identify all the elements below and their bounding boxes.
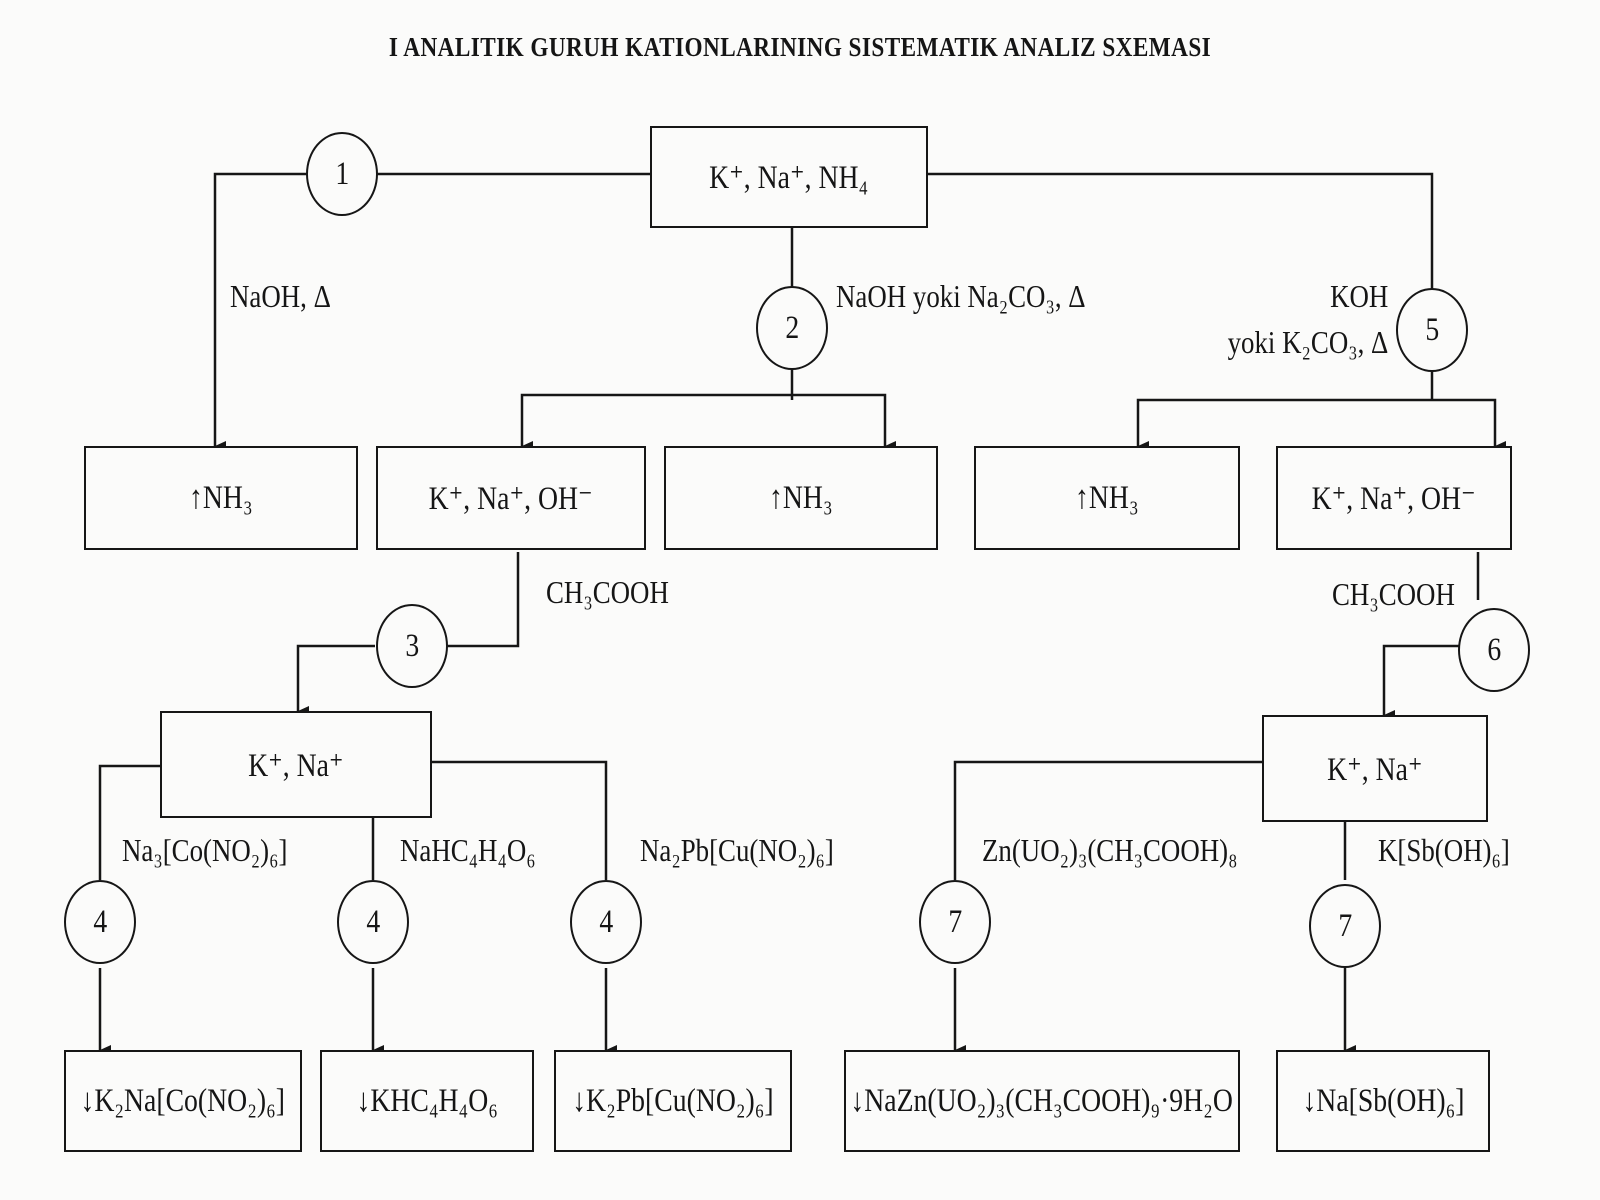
- reagent-or-k2co3: yoki K₂CO₃, Δ: [1227, 324, 1388, 360]
- reagent-acetic-acid-left: CH₃COOH: [546, 574, 669, 610]
- line-split-right-mix: [1432, 398, 1506, 451]
- step-3-circle: 3: [376, 604, 448, 688]
- reagent-k-sb-oh-6: K[Sb(OH)₆]: [1378, 832, 1510, 868]
- reagent-nahc4h4o6: NaHC₄H₄O₆: [400, 832, 536, 868]
- reagent-naoh-heat: NaOH, Δ: [230, 278, 331, 314]
- line-split-nh3-c: [1136, 398, 1432, 451]
- box-precipitate-1: ↓K₂Na[Co(NO₂)₆]: [64, 1050, 302, 1152]
- step-7a-circle: 7: [919, 880, 991, 964]
- line-split-nh3-b: [792, 393, 896, 451]
- box-nh3-gas-c: ↑NH₃: [974, 446, 1240, 550]
- box-precipitate-3: ↓K₂Pb[Cu(NO₂)₆]: [554, 1050, 792, 1152]
- reagent-na2pb-cu-no2-6: Na₂Pb[Cu(NO₂)₆]: [640, 832, 834, 868]
- step-4c-circle: 4: [570, 880, 642, 964]
- reagent-naoh-or-na2co3: NaOH yoki Na₂CO₃, Δ: [836, 278, 1086, 314]
- line-start-to-step-5: [928, 172, 1434, 330]
- line-kna-right-to-step-7a: [953, 760, 1262, 880]
- step-1-circle: 1: [306, 132, 378, 216]
- box-kna-oh-right: K⁺, Na⁺, OH⁻: [1276, 446, 1512, 550]
- box-precipitate-2: ↓KHC₄H₄O₆: [320, 1050, 534, 1152]
- line-split-left-mix: [520, 393, 792, 451]
- box-precipitate-5: ↓Na[Sb(OH)₆]: [1276, 1050, 1490, 1152]
- line-kna-left-to-step-4c: [432, 760, 608, 880]
- reagent-koh: KOH: [1329, 278, 1388, 314]
- reagent-na3-co-no2-6: Na₃[Co(NO₂)₆]: [122, 832, 288, 868]
- line-step-3-to-kna-left: [296, 644, 375, 716]
- box-kna-oh-left: K⁺, Na⁺, OH⁻: [376, 446, 646, 550]
- line-step-6-to-kna-right: [1382, 644, 1460, 720]
- line-mix-left-to-step-3: [440, 552, 520, 648]
- line-start-to-nh3-a: [213, 172, 650, 451]
- diagram-title: I ANALITIK GURUH KATIONLARINING SISTEMAT…: [388, 32, 1212, 62]
- line-kna-left-to-step-4a: [98, 764, 160, 880]
- reagent-zinc-uranyl-acetate: Zn(UO₂)₃(CH₃COOH)₈: [982, 832, 1238, 868]
- step-6-circle: 6: [1458, 608, 1530, 692]
- box-nh3-gas-a: ↑NH₃: [84, 446, 358, 550]
- step-4a-circle: 4: [64, 880, 136, 964]
- box-kna-right: K⁺, Na⁺: [1262, 715, 1488, 822]
- step-2-circle: 2: [756, 286, 828, 370]
- box-nh3-gas-b: ↑NH₃: [664, 446, 938, 550]
- reagent-acetic-acid-right: CH₃COOH: [1332, 576, 1455, 612]
- box-kna-left: K⁺, Na⁺: [160, 711, 432, 818]
- box-precipitate-4: ↓NaZn(UO₂)₃(CH₃COOH)₉·9H₂O: [844, 1050, 1240, 1152]
- step-7b-circle: 7: [1309, 884, 1381, 968]
- step-4b-circle: 4: [337, 880, 409, 964]
- step-5-circle: 5: [1396, 288, 1468, 372]
- box-start-cations: K⁺, Na⁺, NH₄: [650, 126, 928, 228]
